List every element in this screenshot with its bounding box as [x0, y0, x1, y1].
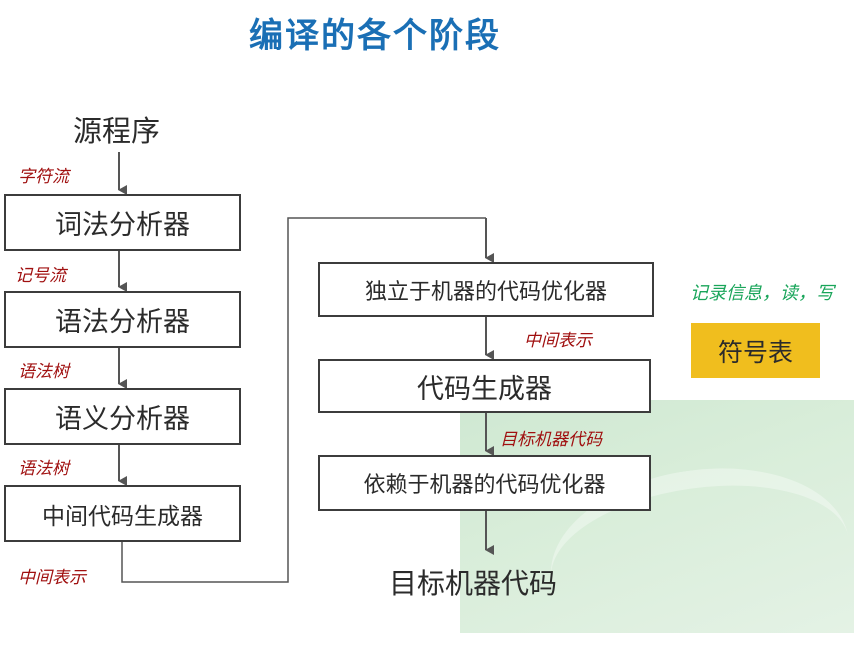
edge-label-target-code: 目标机器代码 [500, 430, 602, 450]
parser-box: 语法分析器 [4, 291, 241, 348]
semantic-analyzer-box: 语义分析器 [4, 388, 241, 445]
machine-independent-optimizer-box: 独立于机器的代码优化器 [318, 262, 654, 317]
edge-label-char-stream: 字符流 [18, 167, 69, 187]
flow-connectors [118, 152, 494, 583]
edge-label-intermediate-rep-left: 中间表示 [18, 568, 86, 588]
edge-label-intermediate-rep-right: 中间表示 [524, 331, 592, 351]
symbol-table-box: 符号表 [691, 323, 820, 378]
edge-label-syntax-tree-2: 语法树 [18, 459, 69, 479]
ir-generator-box: 中间代码生成器 [4, 485, 241, 542]
page-title: 编译的各个阶段 [249, 16, 501, 56]
edge-label-syntax-tree-1: 语法树 [18, 362, 69, 382]
edge-label-token-stream: 记号流 [15, 266, 66, 286]
source-program-label: 源程序 [73, 114, 161, 148]
symbol-table-note: 记录信息，读，写 [690, 283, 834, 304]
target-code-label: 目标机器代码 [389, 567, 558, 600]
connector-left-to-right [121, 217, 486, 583]
code-generator-box: 代码生成器 [318, 359, 651, 413]
machine-dependent-optimizer-box: 依赖于机器的代码优化器 [318, 455, 651, 511]
decorative-background-panel [460, 400, 854, 668]
lexer-box: 词法分析器 [4, 194, 241, 251]
